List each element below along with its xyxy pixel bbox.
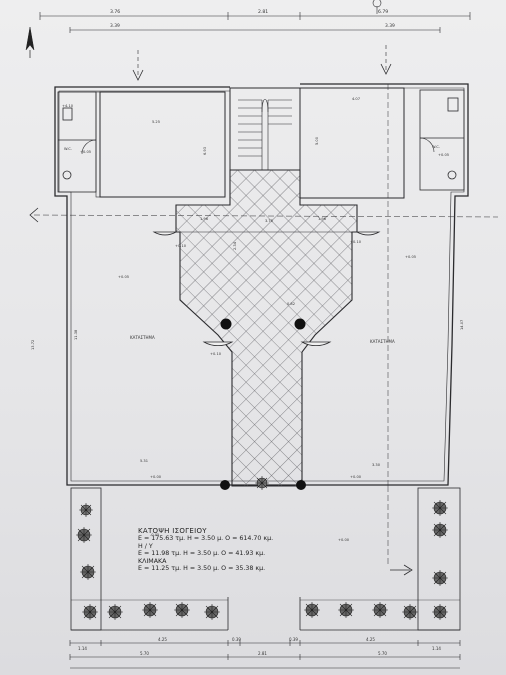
garden-boundary xyxy=(70,487,461,631)
dim-label: 0.82 xyxy=(287,302,295,306)
dim-label: 1.96 xyxy=(318,217,327,221)
level-left-shop: +0.05 xyxy=(118,275,129,279)
dim-label: 5.00 xyxy=(315,136,319,145)
level-top-left: +4.10 xyxy=(62,104,74,108)
dim-label: 13.72 xyxy=(31,340,35,350)
columns xyxy=(220,318,306,490)
bottom-dim-b: 4.25 xyxy=(158,637,167,642)
dim-label: 3.75 xyxy=(265,219,273,223)
level-wc-right: +0.05 xyxy=(438,153,449,157)
wc-left-label: W.C. xyxy=(64,147,72,151)
dim-label: 2.34 xyxy=(233,241,237,250)
level-core-left: +0.10 xyxy=(175,244,187,248)
room-label-store-right: ΚΑΤΑΣΤΗΜΑ xyxy=(370,339,395,344)
bottom-dim-d: 0.39 xyxy=(289,637,298,642)
top-dim-middle: 2.81 xyxy=(258,9,268,15)
area-legend: ΚΑΤΟΨΗ ΙΣΟΓΕΙΟΥ E = 175.63 τμ. H = 3.50 … xyxy=(138,527,318,573)
top-dimension-lines xyxy=(39,12,471,33)
bottom-dim-f: 1.14 xyxy=(432,646,441,651)
axis-lines xyxy=(33,84,499,565)
dim-label: 14.07 xyxy=(460,320,464,330)
section-marker-top-right xyxy=(380,45,392,75)
legend-subtitle-1: Η / Υ xyxy=(138,542,153,550)
wc-right-label: W.C. xyxy=(432,145,440,149)
staircase xyxy=(229,87,301,171)
level-core-right: +0.10 xyxy=(350,240,362,244)
dim-label: 5.25 xyxy=(152,120,160,124)
bottom-dim-c: 0.39 xyxy=(232,637,241,642)
level-center: +0.10 xyxy=(210,352,222,356)
level-bottom-right: +0.00 xyxy=(350,475,362,479)
north-arrow-icon xyxy=(25,26,35,58)
level-right-shop: +0.05 xyxy=(405,255,416,259)
axis-arrow-left xyxy=(29,207,39,223)
legend-line-3: E = 11.25 τμ. H = 3.50 μ. O = 35.38 κμ. xyxy=(138,565,266,573)
bottom-dimension-lines xyxy=(69,640,461,669)
entrance-bays xyxy=(152,231,381,347)
dim-label: 4.07 xyxy=(352,97,360,101)
legend-title: ΚΑΤΟΨΗ ΙΣΟΓΕΙΟΥ xyxy=(138,527,207,535)
level-exterior-right: +0.00 xyxy=(338,538,350,542)
level-garden: -0.05 xyxy=(150,533,159,537)
section-marker-top-center xyxy=(372,0,382,14)
wc-left xyxy=(57,91,97,193)
top-dim-left: 3.76 xyxy=(110,9,120,15)
top-subdim-right: 3.39 xyxy=(385,23,395,29)
bottom-dim-h: 2.81 xyxy=(258,651,267,656)
level-bottom-left: +0.00 xyxy=(150,475,162,479)
dim-label: 5.31 xyxy=(140,459,148,463)
level-wc-left: +0.05 xyxy=(80,150,91,154)
bottom-dim-e: 4.25 xyxy=(366,637,375,642)
bottom-dim-a: 1.14 xyxy=(78,646,87,651)
top-subdim-left: 3.39 xyxy=(110,23,120,29)
section-marker-top-left xyxy=(132,50,144,81)
plant-icons xyxy=(76,476,448,620)
bottom-dim-g: 5.70 xyxy=(140,651,149,656)
left-upper-room xyxy=(95,91,226,198)
bottom-dim-i: 5.70 xyxy=(378,651,387,656)
wc-right xyxy=(419,89,465,191)
room-label-store-left: ΚΑΤΑΣΤΗΜΑ xyxy=(130,335,155,340)
dim-label: 6.93 xyxy=(203,147,207,155)
legend-line-1: E = 175.63 τμ. H = 3.50 μ. O = 614.70 κμ… xyxy=(138,535,274,543)
dim-label: 1.96 xyxy=(200,217,209,221)
legend-line-2: E = 11.98 τμ. H = 3.50 μ. O = 41.93 κμ. xyxy=(138,550,266,558)
top-dim-right: 6.79 xyxy=(378,9,388,15)
legend-subtitle-2: ΚΛΙΜΑΚΑ xyxy=(138,557,167,565)
dim-label: 3.30 xyxy=(372,463,381,467)
axis-arrow-bottom-right xyxy=(390,564,413,576)
dim-label: 11.38 xyxy=(74,329,78,340)
